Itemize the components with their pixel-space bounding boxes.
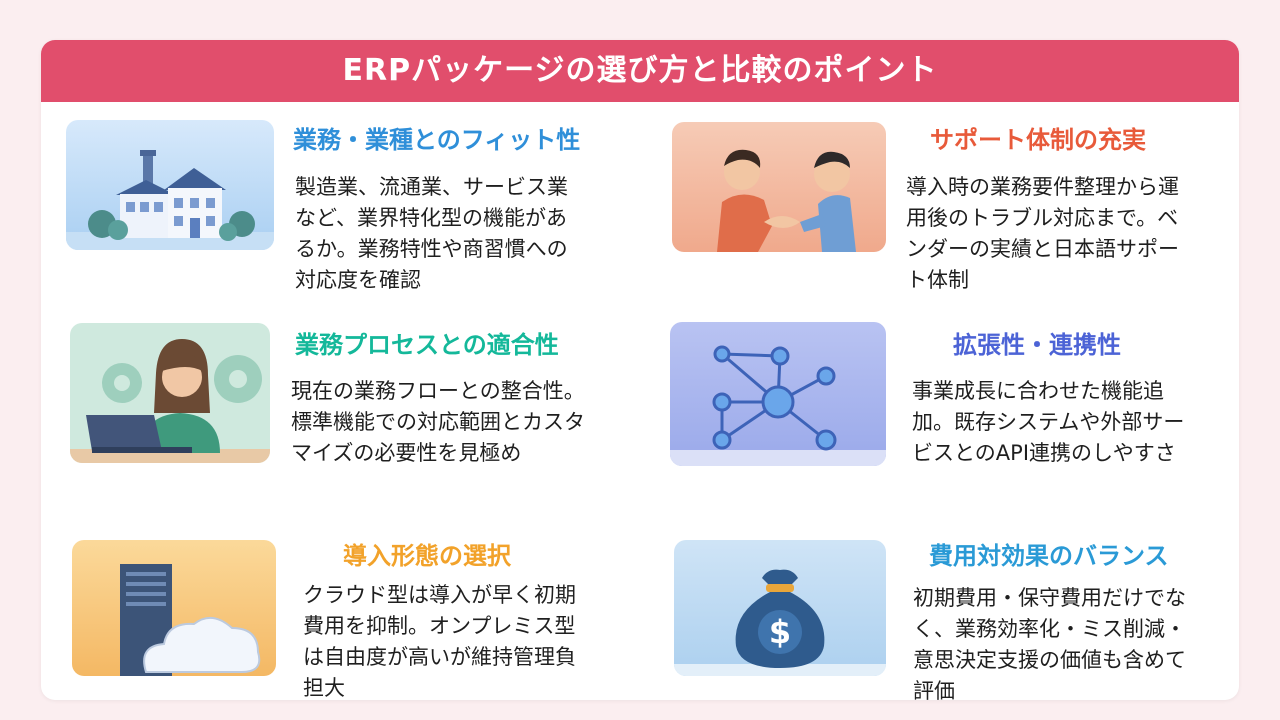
description-line: るか。業務特性や商習慣への	[295, 237, 568, 261]
server-cloud-icon	[72, 540, 276, 676]
infographic-frame: ERPパッケージの選び方と比較のポイント 業務・業種とのフィット性	[41, 40, 1239, 700]
svg-text:$: $	[769, 613, 791, 651]
description-line: 費用を抑制。オンプレミス型	[303, 614, 576, 638]
description-line: 評価	[913, 679, 955, 700]
card-title: 費用対効果のバランス	[929, 542, 1169, 570]
description-line: 事業成長に合わせた機能追	[912, 379, 1164, 403]
network-nodes-icon	[670, 322, 886, 466]
description-line: ト体制	[906, 268, 969, 292]
description-line: 用後のトラブル対応まで。ベ	[906, 206, 1179, 230]
description-line: 製造業、流通業、サービス業	[295, 175, 568, 199]
description-line: 担大	[303, 676, 345, 700]
card-description: 初期費用・保守費用だけでな く、業務効率化・ミス削減・ 意思決定支援の価値も含め…	[913, 583, 1239, 700]
description-line: 加。既存システムや外部サー	[912, 410, 1185, 434]
description-line: 意思決定支援の価値も含めて	[913, 648, 1186, 672]
description-line: など、業界特化型の機能があ	[295, 206, 567, 230]
description-line: 初期費用・保守費用だけでな	[913, 586, 1186, 610]
page-title: ERPパッケージの選び方と比較のポイント	[41, 40, 1239, 102]
description-line: 導入時の業務要件整理から運	[906, 175, 1179, 199]
card-description: 製造業、流通業、サービス業 など、業界特化型の機能があ るか。業務特性や商習慣へ…	[295, 172, 635, 296]
description-line: マイズの必要性を見極め	[291, 441, 522, 465]
description-line: ビスとのAPI連携のしやすさ	[912, 441, 1176, 465]
woman-laptop-gears-icon	[70, 323, 270, 463]
card-description: 現在の業務フローとの整合性。 標準機能での対応範囲とカスタ マイズの必要性を見極…	[291, 376, 651, 469]
card-title: 導入形態の選択	[343, 542, 511, 570]
description-line: ンダーの実績と日本語サポー	[906, 237, 1179, 261]
card-description: 導入時の業務要件整理から運 用後のトラブル対応まで。ベ ンダーの実績と日本語サポ…	[906, 172, 1239, 296]
description-line: クラウド型は導入が早く初期	[303, 583, 576, 607]
card-title: サポート体制の充実	[930, 126, 1146, 154]
card-description: 事業成長に合わせた機能追 加。既存システムや外部サー ビスとのAPI連携のしやす…	[912, 376, 1239, 469]
factory-icon	[66, 120, 274, 250]
description-line: 標準機能での対応範囲とカスタ	[291, 410, 585, 434]
card-description: クラウド型は導入が早く初期 費用を抑制。オンプレミス型 は自由度が高いが維持管理…	[303, 580, 643, 700]
card-title: 業務・業種とのフィット性	[293, 126, 581, 154]
handshake-icon	[672, 122, 886, 252]
card-title: 業務プロセスとの適合性	[295, 331, 559, 359]
description-line: は自由度が高いが維持管理負	[303, 645, 576, 669]
description-line: 対応度を確認	[295, 268, 421, 292]
description-line: 現在の業務フローとの整合性。	[291, 379, 585, 403]
description-line: く、業務効率化・ミス削減・	[913, 617, 1186, 641]
card-title: 拡張性・連携性	[953, 331, 1121, 359]
money-bag-icon: $	[674, 540, 886, 676]
